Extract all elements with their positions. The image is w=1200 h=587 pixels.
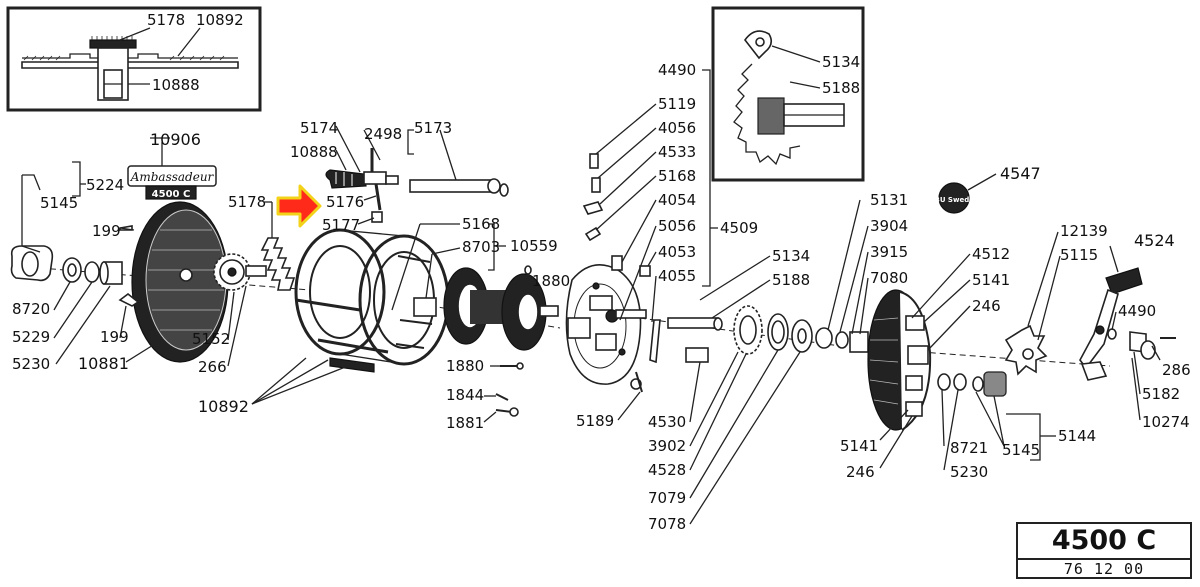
callout-label: 246 [972,297,1001,315]
callout-label: 7079 [648,489,686,507]
callout-label: 1881 [446,414,484,432]
callout-label: 5229 [12,328,50,346]
callout-label: 12139 [1060,222,1108,240]
model-name: 4500 C [1018,524,1190,560]
callout-label: 5224 [86,176,124,194]
callout-label: 4509 [720,219,758,237]
callout-label: 5141 [972,271,1010,289]
callout-label: 10559 [510,237,558,255]
drive-gear-assembly: 4530 3902 4528 7079 7078 [639,305,841,533]
middle-plate-assembly: 4490 5119 4056 4533 5168 4054 5056 4509 … [565,61,810,430]
spool-assembly: 5168 8703 10559 1880 1880 1844 1881 1089… [198,215,570,432]
ambassadeur-badge: Ambassadeur 4500 C [127,165,217,200]
model-code: 76 12 00 [1063,560,1145,578]
callout-label: 1880 [532,272,570,290]
callout-label: 4530 [648,413,686,431]
callout-label: 7080 [870,269,908,287]
right-side-plate-assembly: ABU Sweden [815,164,1111,481]
callout-label: 2498 [364,125,402,143]
callout-label: 7078 [648,515,686,533]
callout-label: 8703 [462,238,500,256]
callout-label: 5168 [462,215,500,233]
callout-label: 4512 [972,245,1010,263]
callout-label: 5182 [1142,385,1180,403]
callout-label: 5173 [414,119,452,137]
callout-label: 4056 [658,119,696,137]
callout-label: 4054 [658,191,696,209]
callout-label: 5189 [576,412,614,430]
callout-label: 5152 [192,330,230,348]
callout-label: 5119 [658,95,696,113]
callout-label: 5230 [950,463,988,481]
callout-label: 5230 [12,355,50,373]
callout-label: 1880 [446,357,484,375]
callout-label: 199 [92,222,121,240]
callout-label: 5176 [326,193,364,211]
callout-label: 5056 [658,217,696,235]
callout-label: 4055 [658,267,696,285]
callout-label: 286 [1162,361,1191,379]
highlight-arrow-icon [276,184,322,228]
callout-label: 8721 [950,439,988,457]
callout-label: 5168 [658,167,696,185]
callout-label: 3904 [870,217,908,235]
callout-label: 4524 [1134,231,1175,250]
callout-label: 266 [198,358,227,376]
model-title-block: 4500 C 76 12 00 [1016,522,1192,579]
callout-label: 5174 [300,119,338,137]
callout-label: 4490 [658,61,696,79]
callout-label: 4547 [1000,164,1041,183]
inset-pinion-gear: 5134 5188 [711,6,865,182]
callout-label: 10892 [196,11,244,29]
callout-label: 5188 [822,79,860,97]
callout-label: 5145 [1002,441,1040,459]
callout-label: 5115 [1060,246,1098,264]
callout-label: 10906 [150,130,201,149]
callout-label: 3915 [870,243,908,261]
badge-model: 4500 C [152,189,191,200]
callout-label: 10888 [290,143,338,161]
callout-label: 5131 [870,191,908,209]
frame-and-levelwind: 5174 2498 5173 10888 5176 5177 [251,119,509,405]
callout-label: 5178 [147,11,185,29]
callout-label: 4053 [658,243,696,261]
callout-label: 5141 [840,437,878,455]
callout-label: 10881 [78,354,129,373]
callout-label: 1844 [446,386,484,404]
callout-label: 5134 [822,53,860,71]
callout-label: 5188 [772,271,810,289]
callout-label: 5177 [322,216,360,234]
callout-label: 8720 [12,300,50,318]
callout-label: 5134 [772,247,810,265]
callout-label: 5144 [1058,427,1096,445]
callout-label: 10274 [1142,413,1190,431]
callout-label: 5145 [40,194,78,212]
callout-label: 246 [846,463,875,481]
callout-label: 4528 [648,461,686,479]
inset-spool-bearing: 5178 10892 10888 [6,6,262,112]
emblem-text: ABU Sweden [929,196,979,204]
callout-label: 4533 [658,143,696,161]
abu-emblem: ABU Sweden [929,182,979,214]
callout-label: 4490 [1118,302,1156,320]
callout-label: 10892 [198,397,249,416]
callout-label: 199 [100,328,129,346]
handle-assembly: 12139 5115 4524 4490 286 5182 10274 [1004,222,1191,431]
badge-brand: Ambassadeur [130,170,215,184]
callout-label: 5178 [228,193,266,211]
callout-label: 3902 [648,437,686,455]
callout-label: 10888 [152,76,200,94]
left-side-plate-assembly: Ambassadeur 4500 C [10,130,311,376]
